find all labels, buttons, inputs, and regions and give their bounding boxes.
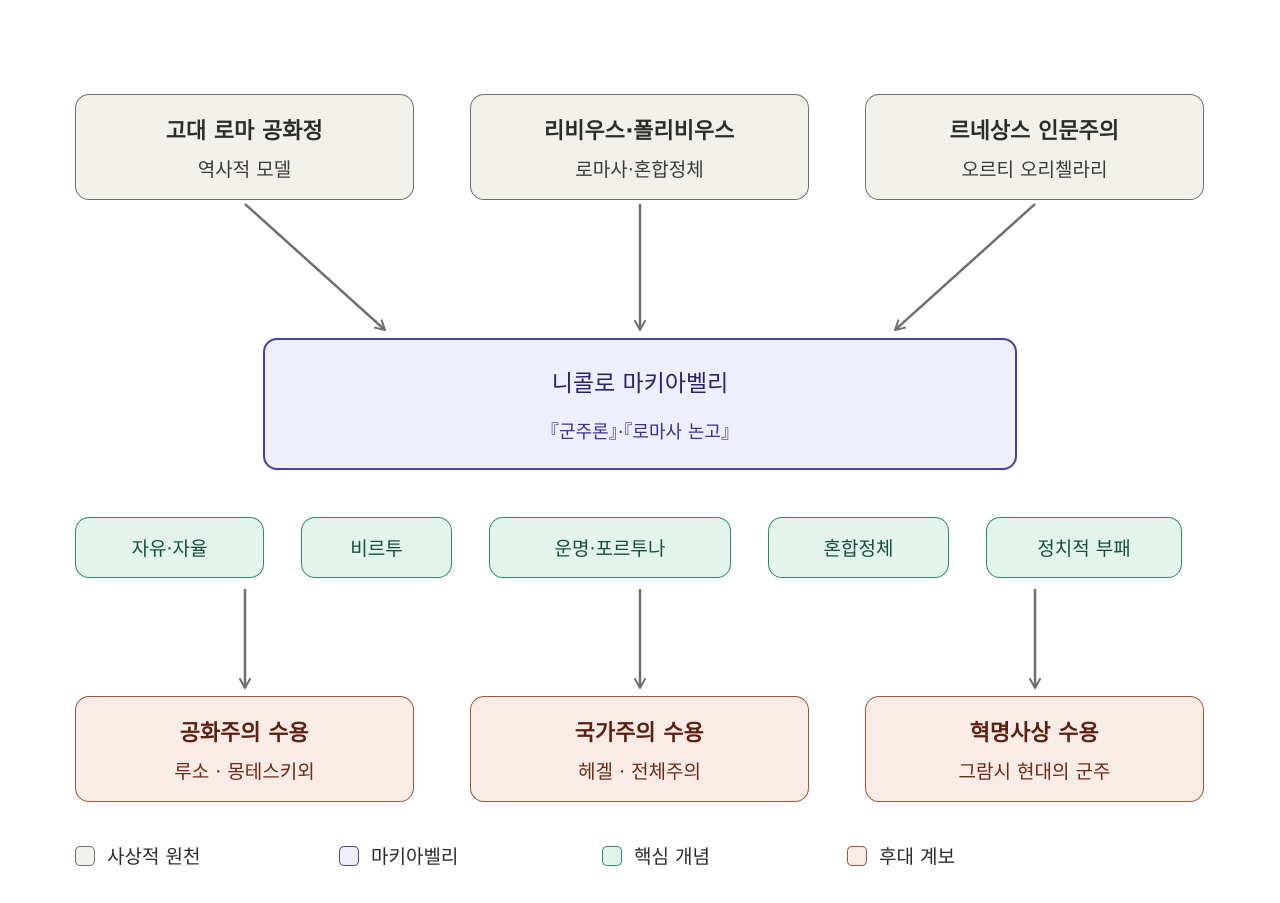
- source-box-renaissance-humanism: 르네상스 인문주의 오르티 오리첼라리: [865, 94, 1204, 200]
- source-box-livy-polybius: 리비우스·폴리비우스 로마사·혼합정체: [470, 94, 809, 200]
- source-subtitle: 로마사·혼합정체: [575, 158, 704, 181]
- legend-swatch-sources: [75, 845, 95, 866]
- legacy-title: 공화주의 수용: [179, 720, 310, 746]
- legend-swatch-legacies: [847, 845, 867, 866]
- legacy-box-republicanism: 공화주의 수용 루소 · 몽테스키외: [75, 696, 414, 802]
- legend-swatch-concepts: [602, 845, 622, 866]
- source-subtitle: 오르티 오리첼라리: [961, 158, 1108, 181]
- source-title: 르네상스 인문주의: [949, 118, 1120, 144]
- source-title: 고대 로마 공화정: [166, 118, 323, 144]
- legend-item-sources: 사상적 원천: [75, 842, 200, 869]
- arrow-source1-to-central: [244, 203, 386, 331]
- legend-swatch-machiavelli: [339, 845, 359, 866]
- arrow-source3-to-central: [894, 203, 1036, 331]
- legacy-title: 혁명사상 수용: [969, 720, 1100, 746]
- legend-label: 마키아벨리: [371, 846, 459, 868]
- legacy-subtitle: 루소 · 몽테스키외: [174, 760, 315, 783]
- legend-label: 후대 계보: [879, 846, 955, 868]
- concept-box-liberty: 자유·자율: [75, 517, 264, 578]
- concept-box-corruption: 정치적 부패: [986, 517, 1182, 578]
- source-box-roman-republic: 고대 로마 공화정 역사적 모델: [75, 94, 414, 200]
- source-title: 리비우스·폴리비우스: [544, 118, 735, 144]
- concept-box-virtu: 비르투: [301, 517, 452, 578]
- central-title: 니콜로 마키아벨리: [551, 371, 729, 397]
- central-subtitle: 『군주론』·『로마사 논고』: [541, 422, 739, 443]
- legend-item-machiavelli: 마키아벨리: [339, 842, 458, 869]
- central-box-machiavelli: 니콜로 마키아벨리 『군주론』·『로마사 논고』: [263, 338, 1017, 470]
- legend-label: 핵심 개념: [634, 846, 710, 868]
- legacy-box-revolutionary-thought: 혁명사상 수용 그람시 현대의 군주: [865, 696, 1204, 802]
- legacy-box-statism: 국가주의 수용 헤겔 · 전체주의: [470, 696, 809, 802]
- concept-box-mixed-government: 혼합정체: [768, 517, 949, 578]
- legacy-subtitle: 헤겔 · 전체주의: [578, 760, 701, 783]
- legend-label: 사상적 원천: [107, 846, 201, 868]
- legend-item-legacies: 후대 계보: [847, 842, 955, 869]
- legacy-title: 국가주의 수용: [574, 720, 705, 746]
- concept-box-fortuna: 운명·포르투나: [489, 517, 731, 578]
- legend-item-concepts: 핵심 개념: [602, 842, 710, 869]
- source-subtitle: 역사적 모델: [197, 158, 292, 181]
- legacy-subtitle: 그람시 현대의 군주: [958, 760, 1111, 783]
